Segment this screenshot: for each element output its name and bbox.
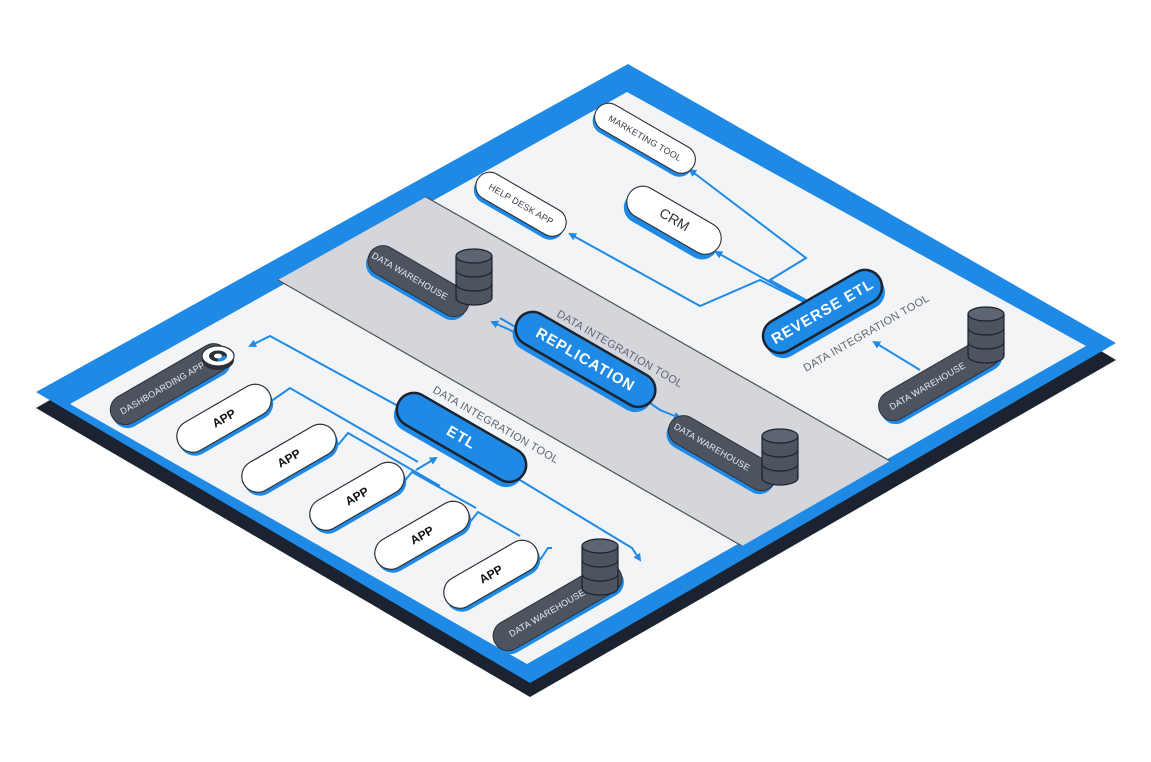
zone-divider-right: [425, 196, 891, 462]
etl-flow-app-2: [337, 431, 441, 487]
etl-tool-node[interactable]: ETL: [388, 387, 533, 494]
etl-flow-app-5: [539, 547, 552, 561]
app-node[interactable]: APP: [369, 495, 477, 578]
etl-flow-to-warehouse: [509, 473, 642, 562]
reverse-etl-flow-in: [872, 340, 921, 371]
app-node[interactable]: APP: [171, 378, 279, 461]
etl-flow-to-dashboard: [248, 334, 421, 419]
zone-divider-left: [277, 279, 743, 547]
app-node[interactable]: APP: [438, 534, 546, 617]
etl-flow-app-4: [469, 510, 521, 537]
database-icon: [455, 248, 493, 306]
app-node[interactable]: APP: [304, 456, 412, 539]
reverse-etl-flow-helpdesk: [568, 233, 813, 308]
etl-flow-into-tool: [415, 456, 438, 471]
crm-node[interactable]: CRM: [618, 180, 727, 265]
replication-target-warehouse-node[interactable]: DATA WAREHOUSE: [661, 410, 782, 499]
dashboard-gauge-icon: [201, 345, 235, 370]
reverse-etl-zone: MARKETING TOOL CRM HELP DESK APP REVERSE…: [473, 102, 1005, 425]
reverse-etl-tool-node[interactable]: REVERSE ETL: [757, 264, 891, 365]
etl-flow-app-1: [269, 386, 419, 463]
database-icon: [967, 306, 1005, 364]
database-icon: [761, 428, 799, 486]
app-node[interactable]: APP: [236, 418, 344, 501]
reverse-etl-flow-marketing: [688, 168, 808, 301]
database-icon: [581, 538, 619, 596]
